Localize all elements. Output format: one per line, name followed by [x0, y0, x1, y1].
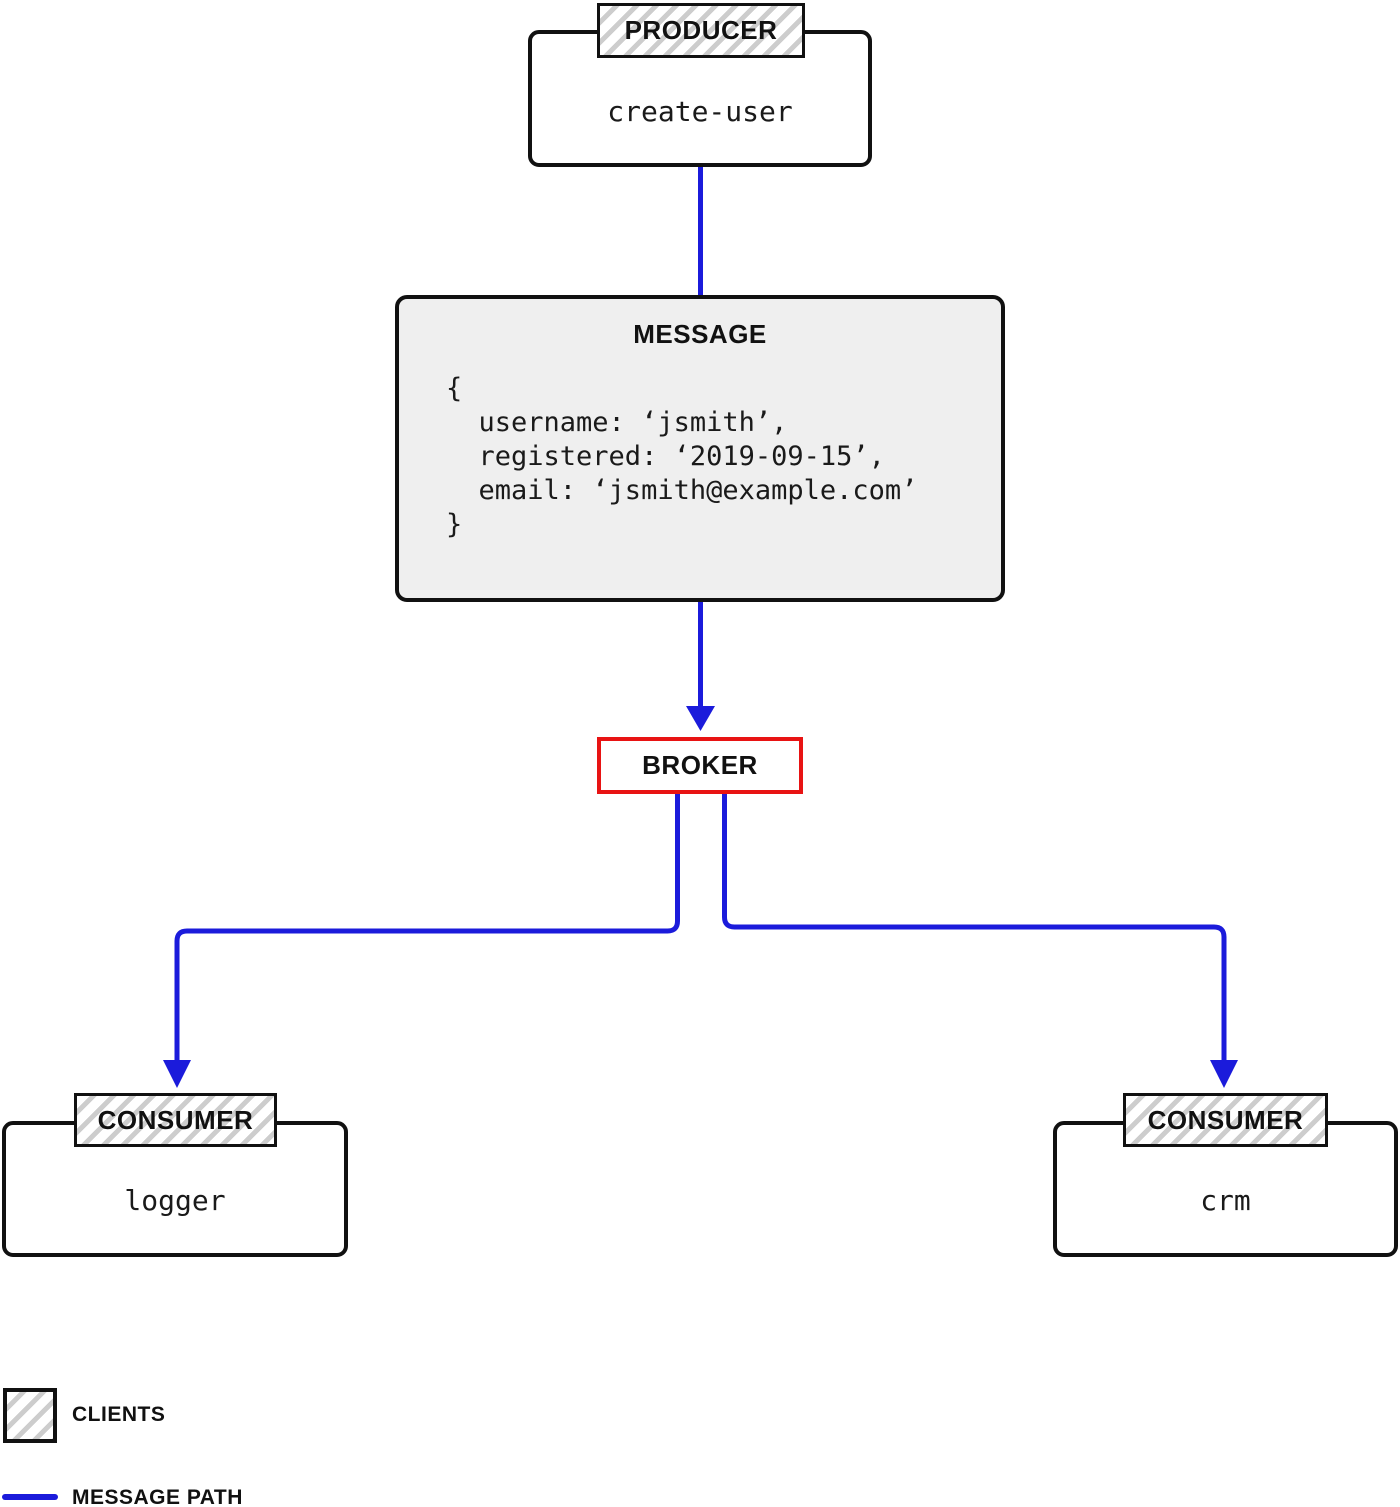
- consumer-crm-name: crm: [1200, 1183, 1251, 1217]
- message-title: MESSAGE: [633, 319, 767, 349]
- consumer-crm-type-label: CONSUMER: [1123, 1093, 1328, 1147]
- legend-message-path-label: MESSAGE PATH: [72, 1486, 243, 1507]
- producer-type-label-text: PRODUCER: [624, 15, 778, 45]
- message-node: MESSAGE { username: ‘jsmith’, registered…: [395, 295, 1005, 602]
- broker-node: BROKER: [597, 737, 803, 794]
- consumer-logger-type-label-text: CONSUMER: [97, 1104, 254, 1135]
- producer-name: create-user: [607, 95, 793, 128]
- producer-type-label: PRODUCER: [597, 3, 805, 58]
- broker-label: BROKER: [642, 750, 758, 780]
- broker-to-logger-line: [174, 792, 680, 1062]
- consumer-crm-type-label-text: CONSUMER: [1147, 1104, 1304, 1135]
- message-payload-code: { username: ‘jsmith’, registered: ‘2019-…: [446, 373, 918, 540]
- arrowhead-into-crm-icon: [1210, 1060, 1238, 1088]
- consumer-logger-type-label: CONSUMER: [74, 1093, 277, 1147]
- legend-clients-swatch-icon: [3, 1388, 57, 1443]
- arrowhead-into-broker-icon: [686, 706, 715, 731]
- broker-to-crm-line: [722, 792, 1227, 1062]
- arrowhead-into-logger-icon: [163, 1060, 191, 1088]
- legend-message-path-line-icon: [2, 1494, 58, 1500]
- consumer-logger-name: logger: [124, 1183, 226, 1217]
- legend-clients-label: CLIENTS: [72, 1403, 166, 1426]
